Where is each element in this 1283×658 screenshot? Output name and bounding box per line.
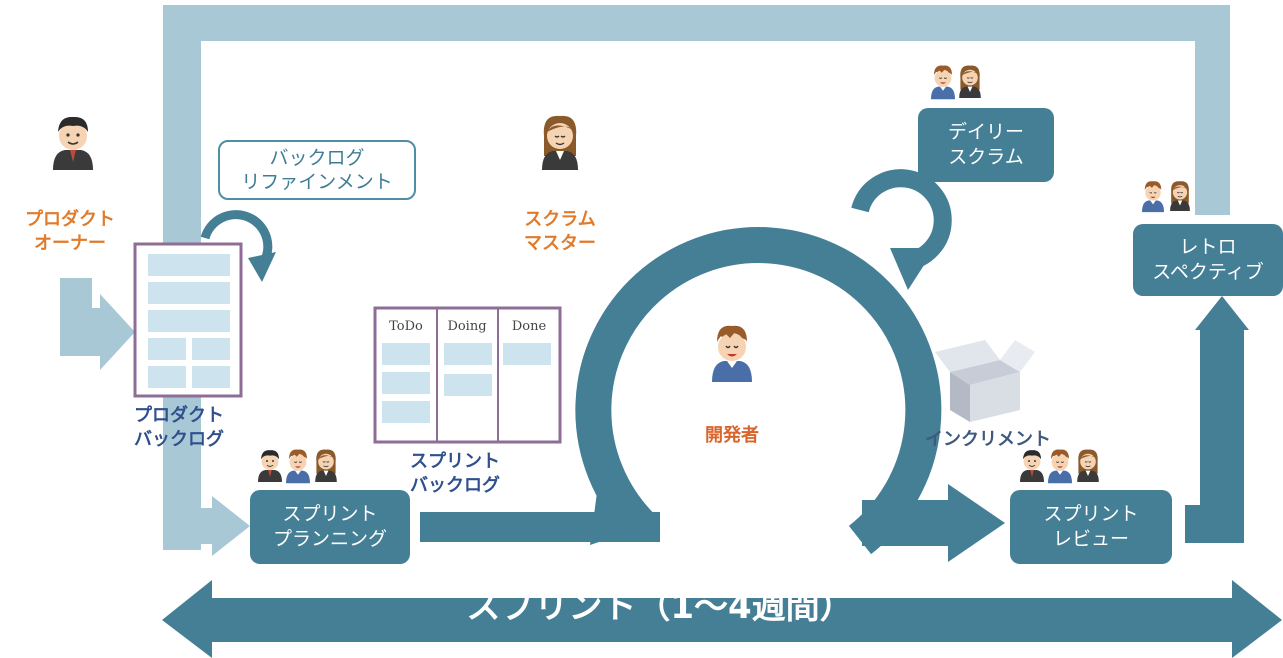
increment-label: インクリメント <box>925 429 1051 450</box>
sprint-planning-box: スプリント プランニング <box>250 490 410 564</box>
increment-box-icon <box>935 340 1035 422</box>
developers-label: 開発者 <box>705 425 759 446</box>
kanban-column-todo: ToDo <box>389 319 423 334</box>
daily-scrum-box: デイリー スクラム <box>918 108 1054 182</box>
developer-avatar <box>711 325 753 383</box>
retrospective-team-avatars <box>1141 180 1191 213</box>
daily-scrum-team-avatars <box>930 65 982 100</box>
planning-team-avatars <box>257 449 338 484</box>
retrospective-box: レトロ スペクティブ <box>1133 224 1283 296</box>
backlog-refinement-label: バックログ リファインメント <box>218 140 416 200</box>
product-owner-avatar <box>52 116 94 171</box>
product-backlog-sheet <box>133 242 243 398</box>
product-backlog-label: プロダクト バックログ <box>134 405 224 450</box>
kanban-column-done: Done <box>512 319 547 334</box>
scrum-master-avatar <box>541 115 579 171</box>
product-owner-label: プロダクト オーナー <box>25 209 115 254</box>
sprint-duration-label: スプリント（1〜4週間） <box>466 587 854 627</box>
sprint-backlog-label: スプリント バックログ <box>410 451 500 496</box>
review-team-avatars <box>1019 449 1100 484</box>
sprint-flow <box>162 169 1282 658</box>
kanban-column-doing: Doing <box>447 319 486 334</box>
sprint-review-box: スプリント レビュー <box>1010 490 1172 564</box>
refinement-loop-arrow <box>200 210 273 268</box>
scrum-master-label: スクラム マスター <box>524 209 596 254</box>
sprint-backlog-board <box>373 306 562 444</box>
